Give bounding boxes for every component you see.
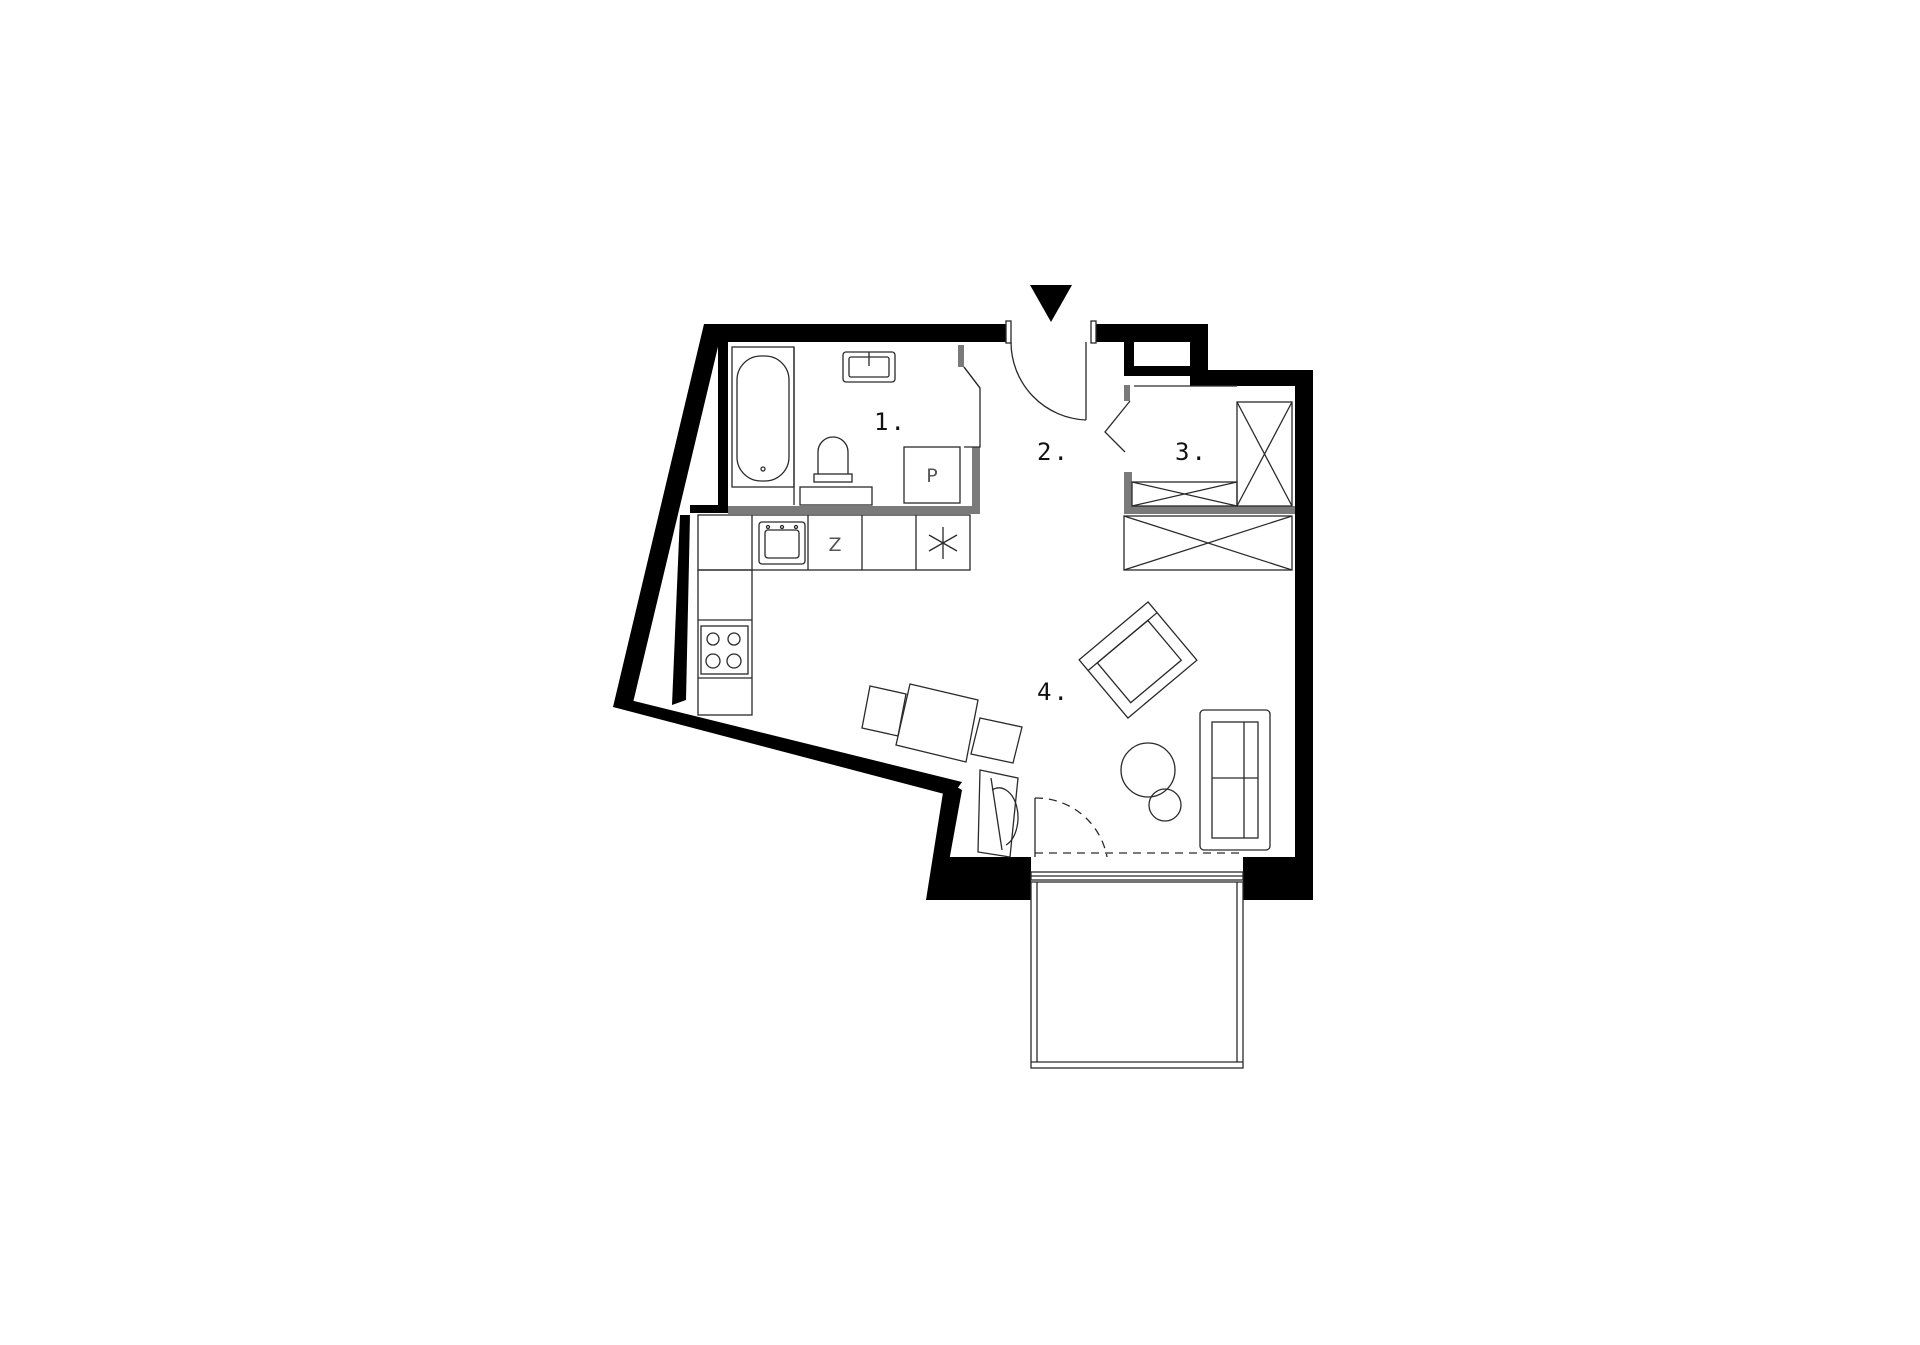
coffee-table-large [1120,742,1176,798]
room-label-hall: 2. [1037,438,1070,466]
entrance-jamb-left [1005,320,1012,344]
burner-4-icon [726,653,742,669]
armchair-frame [1078,601,1198,719]
toilet-bowl [817,436,849,474]
entrance-jamb-right [1090,320,1097,344]
bath-door-leaf[interactable] [963,366,981,448]
desk-lamp-line [990,777,1003,851]
kitchen-tap-icon-3 [793,524,799,530]
toilet-tank [813,473,853,483]
wall-bathroom-left [718,342,728,512]
partition-bath-door-jamb [958,345,964,367]
desk [977,769,1019,858]
balcony-door[interactable] [1034,797,1243,858]
entrance [1005,285,1097,421]
wall-lower-angled [926,780,962,900]
washer [903,446,961,504]
wall-closet-top [1124,366,1190,376]
kitchen-tap-icon-2 [779,524,785,530]
wall-right [1295,370,1313,900]
washer-label: P [926,465,937,487]
wall-top-left [704,324,1009,342]
wardrobe-box [1123,515,1293,571]
partition-storage-bottom [1124,506,1295,514]
bathtub-basin [736,355,790,482]
sofa-seat [1211,721,1259,839]
bath-counter [799,486,873,506]
partition-bath-bottom [728,506,980,514]
wall-left-outer [613,324,722,707]
freezer-snowflake-icon [928,527,958,559]
dining-chair-right [970,717,1023,764]
wall-stub-left [690,505,728,513]
bathtub [731,346,795,488]
wall-closet-post [1124,342,1134,376]
storage-shelf-x2 [1236,401,1293,507]
entrance-arrow-icon [1030,285,1072,322]
wardrobe-x2 [1123,515,1293,571]
burner-1-icon [706,632,720,646]
fridge-label: Z [828,534,841,556]
storage-shelf-vertical [1236,401,1293,507]
wall-bottom-left [926,857,1031,900]
bath-door-swing [963,366,981,389]
partitions [728,345,1295,514]
coffee-table-small [1148,788,1182,822]
partition-storage-jamb [1124,385,1130,401]
kitchen-sink [758,521,806,565]
kitchen-tap-icon [765,524,771,530]
armchair-seat [1096,619,1183,704]
wardrobe [1123,515,1293,571]
kitchen: Z [697,514,971,716]
storage-shelf-h-x2 [1131,481,1238,507]
balcony-door-swing [1034,797,1108,858]
wall-top-right [1096,324,1313,386]
partition-bath-right [972,447,980,514]
wall-left-inner [672,515,690,705]
dining-chair-left [861,685,907,737]
desk-area [977,769,1019,858]
hall: 2. [1037,400,1131,466]
storage-shelf-horizontal [1131,481,1238,507]
burner-3-icon [705,653,721,669]
entrance-door-swing [1010,341,1087,421]
storage: 3. [1131,385,1293,507]
balcony [1030,871,1244,1069]
sofa-frame [1199,709,1271,851]
storage-door-leaf[interactable] [1104,400,1131,453]
kitchen-counter-left [697,569,753,716]
stove [700,625,749,675]
wall-lower-diagonal [613,700,962,796]
room-label-living: 4. [1037,678,1070,706]
kitchen-counter-top [697,514,971,571]
partition-storage-left [1124,472,1132,514]
desk-chair [991,787,1019,846]
armchair [1078,601,1198,719]
kitchen-sink-basin [764,529,800,559]
living-room: 4. [861,601,1271,858]
wall-bottom-right [1243,857,1313,900]
burner-2-icon [727,632,741,646]
sofa [1199,709,1271,851]
balcony-slab [1030,881,1244,1069]
dining-table [895,683,979,763]
armchair-arm [1087,612,1158,672]
bathtub-drain-icon [760,466,766,472]
exterior-walls [613,324,1313,900]
room-label-bathroom: 1. [874,408,907,436]
room-label-storage: 3. [1175,438,1208,466]
bathroom: P 1. [731,346,981,506]
dining-set [861,683,1023,764]
